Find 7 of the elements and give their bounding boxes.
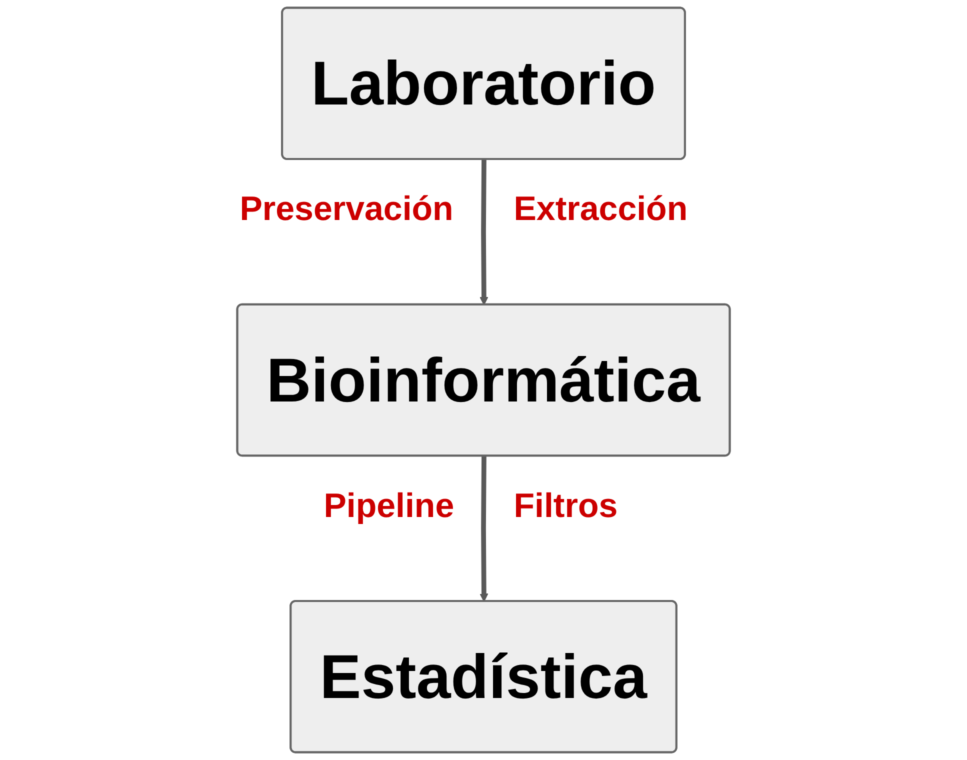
step-label: Extracción [514, 192, 688, 226]
step-label: Pipeline [324, 488, 454, 523]
step-label: Preservación [240, 192, 454, 226]
step-label: Filtros [514, 488, 618, 523]
process-box: Estadística [290, 600, 678, 754]
process-box: Laboratorio [281, 6, 686, 160]
process-box: Bioinformática [236, 303, 731, 457]
